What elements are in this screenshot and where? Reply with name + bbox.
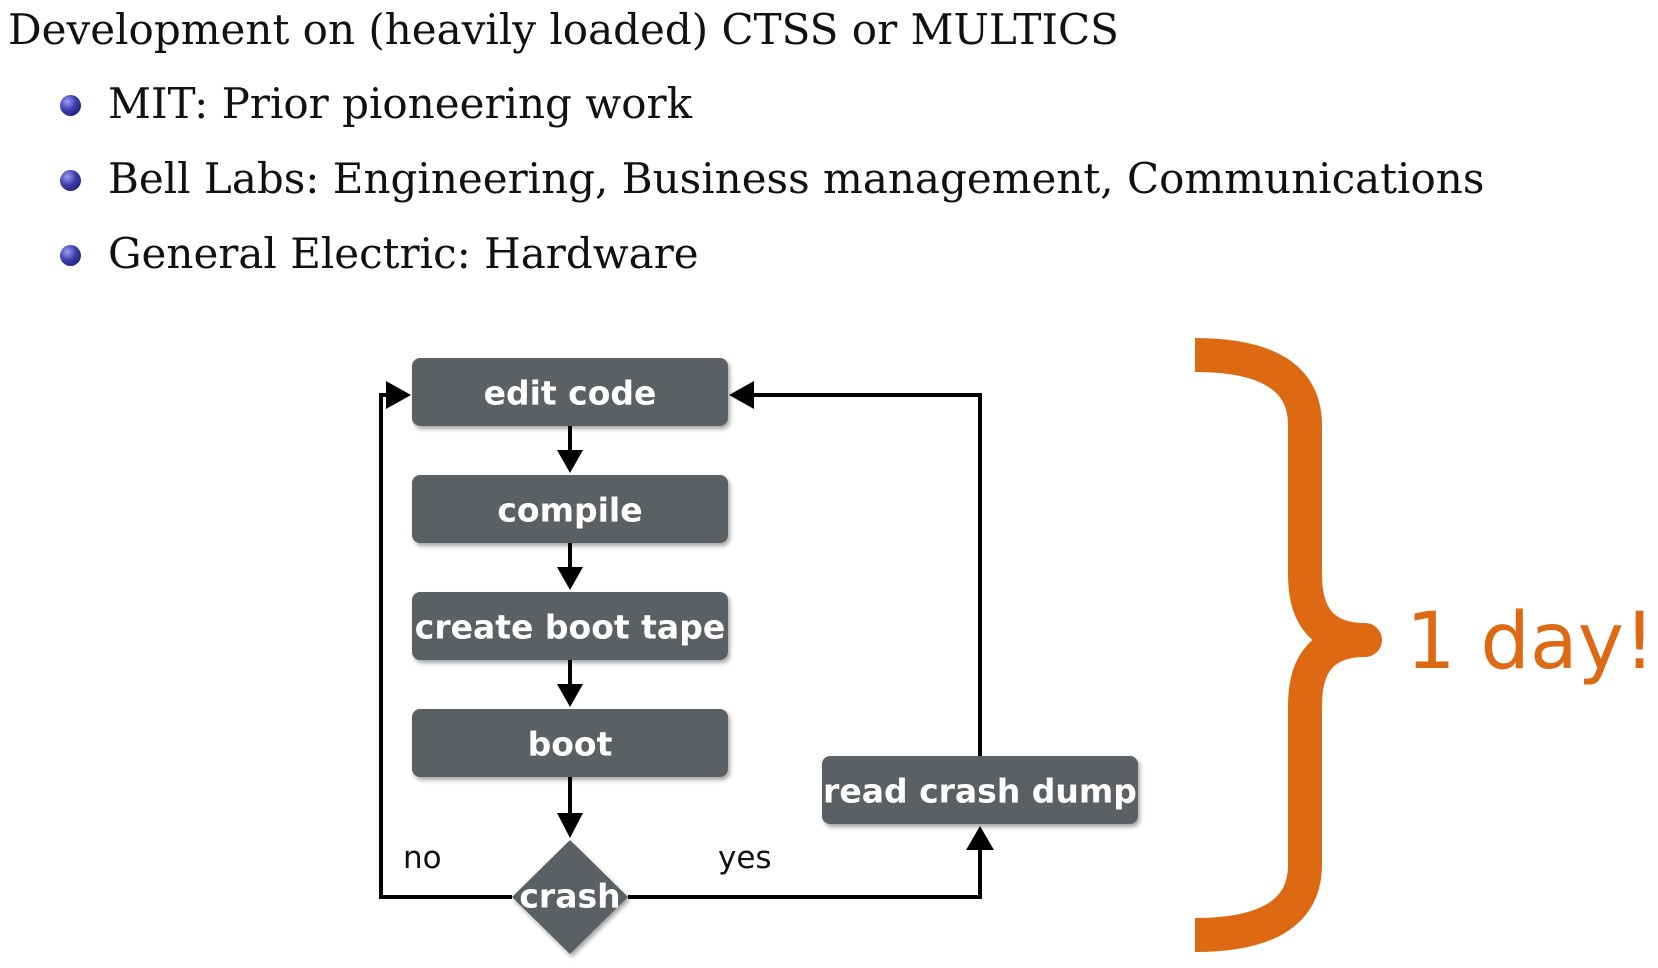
bullet-icon bbox=[60, 245, 81, 266]
arrow-edit-to-compile bbox=[557, 426, 583, 473]
node-crash-label: crash bbox=[519, 877, 620, 916]
node-edit-code: edit code bbox=[412, 358, 728, 426]
node-create-boot-tape-label: create boot tape bbox=[415, 608, 725, 647]
edge-label-yes: yes bbox=[718, 840, 772, 876]
bullet-text: General Electric: Hardware bbox=[108, 229, 699, 278]
node-boot-label: boot bbox=[528, 725, 613, 764]
node-compile: compile bbox=[412, 475, 728, 543]
node-create-boot-tape: create boot tape bbox=[412, 592, 728, 660]
node-compile-label: compile bbox=[497, 491, 642, 530]
arrow-no-loop bbox=[379, 381, 512, 899]
bullet-text: Bell Labs: Engineering, Business managem… bbox=[108, 154, 1485, 203]
node-crash-decision: crash bbox=[512, 840, 628, 954]
node-boot: boot bbox=[412, 709, 728, 777]
arrow-yes-path bbox=[628, 826, 994, 899]
bullet-icon bbox=[60, 95, 81, 116]
arrow-boot-to-crash bbox=[557, 777, 583, 838]
duration-note: 1 day! bbox=[1406, 597, 1655, 687]
node-read-crash-dump: read crash dump bbox=[822, 756, 1138, 824]
curly-brace-icon bbox=[1194, 338, 1382, 952]
bullet-icon bbox=[60, 170, 81, 191]
slide-heading: Development on (heavily loaded) CTSS or … bbox=[8, 5, 1119, 54]
arrow-compile-to-tape bbox=[557, 543, 583, 590]
bullet-text: MIT: Prior pioneering work bbox=[108, 79, 693, 128]
node-edit-code-label: edit code bbox=[484, 374, 657, 413]
edge-label-no: no bbox=[403, 840, 442, 876]
arrow-dump-to-edit bbox=[729, 381, 982, 756]
node-read-crash-dump-label: read crash dump bbox=[823, 772, 1137, 811]
arrow-tape-to-boot bbox=[557, 660, 583, 707]
